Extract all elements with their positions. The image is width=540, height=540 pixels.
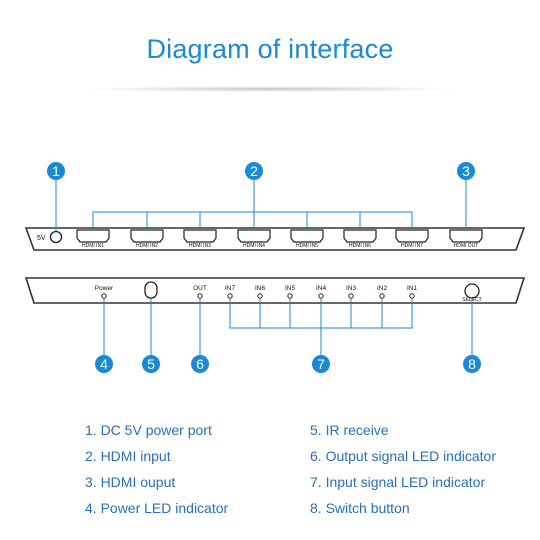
legend-item: 7. Input signal LED indicator <box>310 474 486 490</box>
hdmi-input-port: HDMI IN2 <box>130 229 164 249</box>
input-led <box>409 293 415 299</box>
input-led-label: IN3 <box>346 285 357 292</box>
port-5v-label: 5V <box>37 235 46 242</box>
power-led <box>101 293 107 299</box>
callout-number: 1 <box>52 163 60 179</box>
input-led-label: IN6 <box>255 285 266 292</box>
hdmi-input-port: HDMI IN3 <box>183 229 217 249</box>
title-divider <box>80 86 460 92</box>
legend-item: 5. IR receive <box>310 422 389 438</box>
callout-badge: 7 <box>312 355 330 373</box>
callout-badge: 2 <box>245 162 263 180</box>
input-led <box>318 293 324 299</box>
out-led-label: OUT <box>193 285 207 292</box>
hdmi-port-label: HDMI OUT <box>454 243 479 249</box>
callout-number: 7 <box>317 356 325 372</box>
callout-number: 8 <box>468 356 476 372</box>
callout-badges: 1 2 3 4 5 6 7 8 <box>47 162 481 373</box>
callout-badge: 4 <box>95 355 113 373</box>
hdmi-port-label: HDMI IN3 <box>189 243 211 249</box>
hdmi-port-label: HDMI IN6 <box>349 243 371 249</box>
out-led <box>197 293 203 299</box>
hdmi-input-port: HDMI IN5 <box>290 229 324 249</box>
hdmi-input-port: HDMI IN4 <box>237 229 271 249</box>
input-led <box>348 293 354 299</box>
rear-connector-lines <box>103 298 473 355</box>
callout-badge: 3 <box>457 162 475 180</box>
input-led-label: IN4 <box>316 285 327 292</box>
input-led-label: IN2 <box>377 285 388 292</box>
callout-number: 6 <box>196 356 204 372</box>
legend-item: 4. Power LED indicator <box>85 500 229 516</box>
input-led-label: IN5 <box>285 285 296 292</box>
callout-number: 4 <box>100 356 108 372</box>
input-led <box>287 293 293 299</box>
hdmi-port-label: HDMI IN4 <box>243 243 265 249</box>
hdmi-port-label: HDMI IN7 <box>401 243 423 249</box>
callout-badge: 1 <box>47 162 65 180</box>
hdmi-input-bracket <box>55 179 467 231</box>
select-button <box>464 283 480 299</box>
dc-5v-power-port <box>49 230 63 244</box>
legend-item: 3. HDMI ouput <box>85 474 176 490</box>
callout-number: 3 <box>462 163 470 179</box>
legend-item: 8. Switch button <box>310 500 410 516</box>
input-led-label: IN7 <box>225 285 236 292</box>
input-led <box>257 293 263 299</box>
input-led <box>379 293 385 299</box>
callout-badge: 5 <box>142 355 160 373</box>
callout-number: 5 <box>147 356 155 372</box>
hdmi-output-port: HDMI OUT <box>449 229 483 249</box>
legend-item: 2. HDMI input <box>85 448 171 464</box>
callout-badge: 6 <box>191 355 209 373</box>
hdmi-input-port: HDMI IN6 <box>343 229 377 249</box>
front-panel: 5V HDMI IN1 HDMI IN2 HDMI IN3 HDMI IN4 HDMI … <box>24 179 526 251</box>
hdmi-port-label: HDMI IN1 <box>82 243 104 249</box>
hdmi-input-port: HDMI IN7 <box>395 229 429 249</box>
hdmi-input-port: HDMI IN1 <box>76 229 110 249</box>
ir-receiver <box>144 281 158 299</box>
callout-badge: 8 <box>463 355 481 373</box>
power-label: Power <box>95 285 114 292</box>
input-led <box>227 293 233 299</box>
page-title: Diagram of interface <box>146 34 394 64</box>
legend-item: 6. Output signal LED indicator <box>310 448 496 464</box>
hdmi-port-label: HDMI IN5 <box>296 243 318 249</box>
callout-number: 2 <box>250 163 258 179</box>
hdmi-port-label: HDMI IN2 <box>136 243 158 249</box>
legend-item: 1. DC 5V power port <box>85 422 212 438</box>
input-led-label: IN1 <box>407 285 418 292</box>
